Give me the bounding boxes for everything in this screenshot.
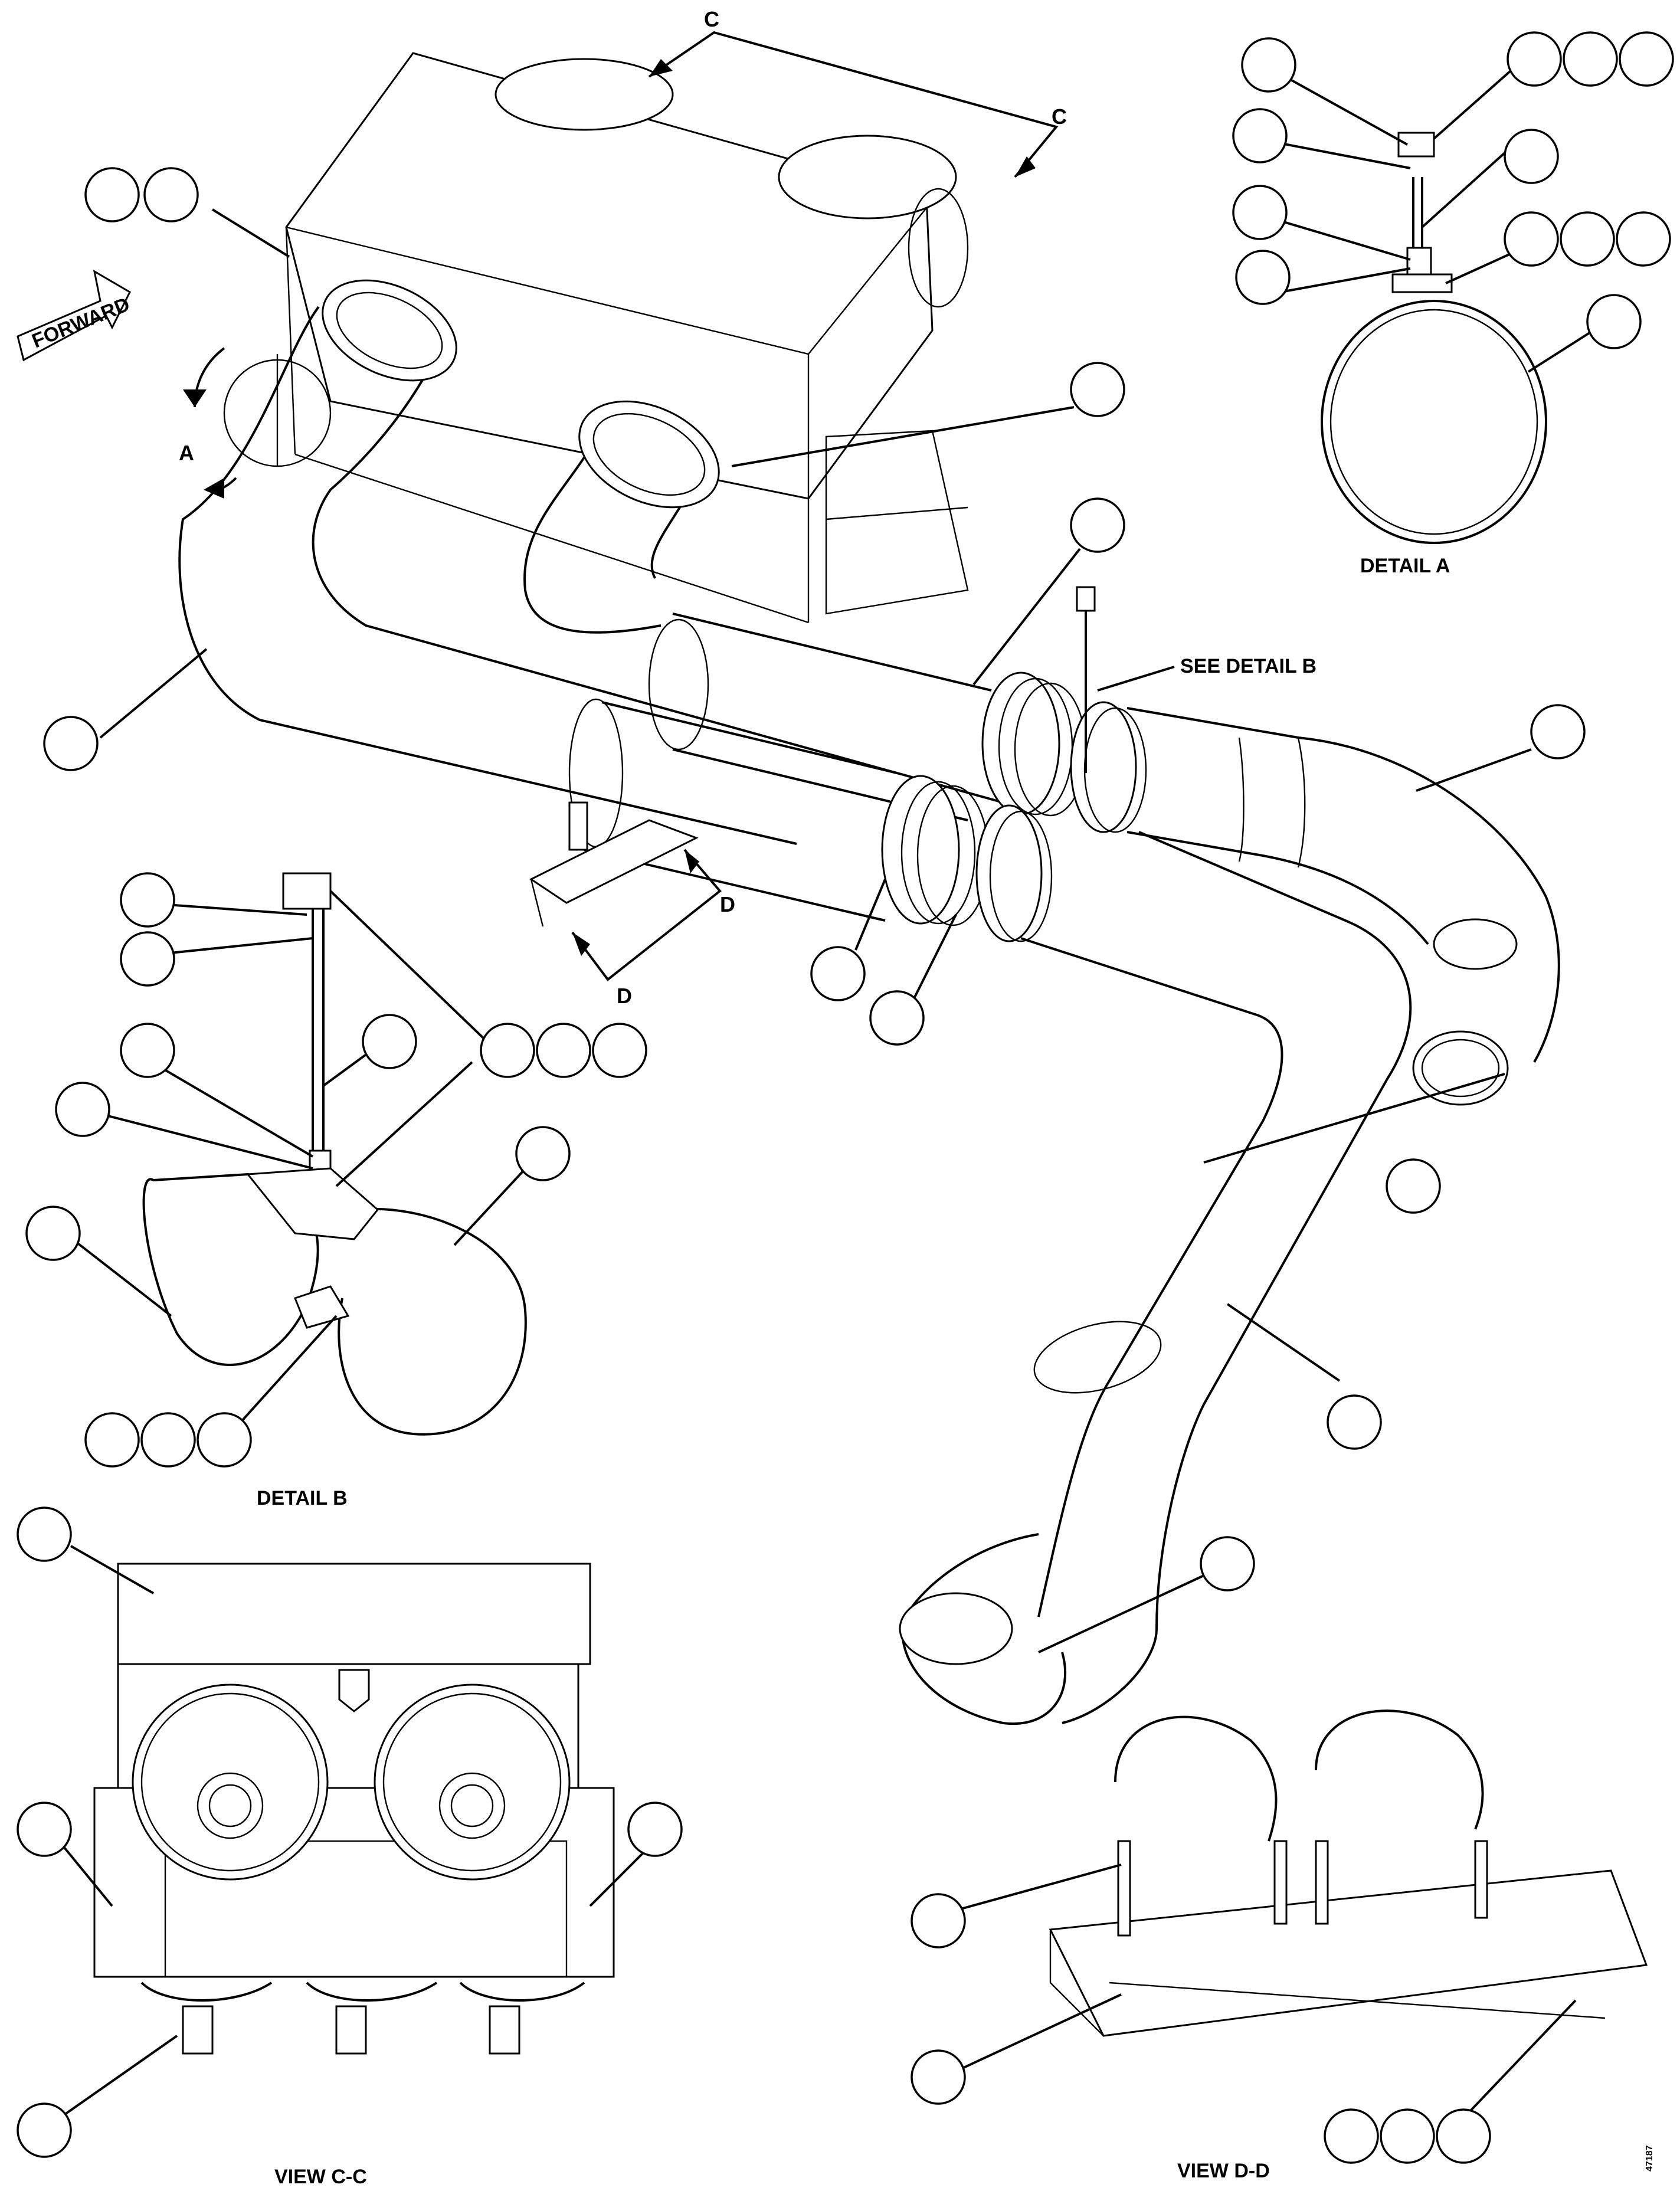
callout-bubble xyxy=(1241,37,1296,93)
callout-bubble xyxy=(911,1893,966,1948)
callout-bubbles xyxy=(17,31,1674,2164)
outlet-elbow-upper xyxy=(1126,707,1560,1106)
coupling-lower xyxy=(881,775,1053,942)
callout-bubble xyxy=(1563,31,1618,87)
callout-bubble xyxy=(120,872,175,928)
callout-bubble xyxy=(25,1206,81,1261)
callout-bubble xyxy=(1560,211,1615,267)
callout-bubble xyxy=(1586,294,1642,349)
callout-bubble xyxy=(1380,2108,1435,2164)
drawing-number: 47187 xyxy=(1645,2145,1655,2172)
hanger-rod-main xyxy=(1076,586,1096,773)
callout-bubble xyxy=(17,2102,72,2158)
section-d-label-1: D xyxy=(720,892,735,916)
callout-bubble xyxy=(515,1126,571,1181)
view-cc-label: VIEW C-C xyxy=(274,2166,367,2188)
section-c-label-2: C xyxy=(1052,104,1067,129)
callout-bubble xyxy=(1235,250,1291,305)
callout-bubble xyxy=(869,990,925,1046)
callout-bubble xyxy=(1507,31,1562,87)
callout-bubble xyxy=(810,946,866,1001)
callout-bubble xyxy=(1232,108,1288,163)
forward-label: FORWARD xyxy=(29,293,133,353)
callout-bubble xyxy=(84,1412,140,1468)
view-dd-drawing: VIEW D-D xyxy=(1049,1709,1648,2182)
callout-bubble xyxy=(1324,2108,1379,2164)
callout-bubble xyxy=(120,931,175,987)
callout-bubble xyxy=(480,1023,535,1078)
view-cc-drawing: VIEW C-C xyxy=(93,1563,615,2188)
callout-bubble xyxy=(43,716,99,771)
callout-bubble xyxy=(1616,211,1671,267)
callout-bubble xyxy=(627,1802,683,1857)
callout-bubble xyxy=(120,1023,175,1078)
section-c-label-1: C xyxy=(704,7,719,31)
section-d-label-2: D xyxy=(617,984,632,1008)
callout-bubble xyxy=(1070,497,1125,553)
rear-filter-canisters xyxy=(494,58,969,308)
callout-bubble xyxy=(592,1023,647,1078)
detail-b-drawing: DETAIL B xyxy=(142,872,527,1509)
outlet-pipe-lower xyxy=(899,831,1412,1725)
view-dd-label: VIEW D-D xyxy=(1177,2160,1270,2182)
support-bracket xyxy=(529,801,699,927)
inlet-pipe-left xyxy=(178,279,1004,845)
callout-bubble xyxy=(1436,2108,1491,2164)
coupling-upper xyxy=(981,672,1147,833)
callout-bubble xyxy=(1504,129,1559,184)
callout-bubble xyxy=(55,1082,110,1137)
callout-bubble xyxy=(1070,362,1125,417)
callout-bubble xyxy=(911,2049,966,2105)
detail-a-drawing: DETAIL A xyxy=(1321,132,1547,577)
callout-leaders xyxy=(58,70,1594,2126)
detail-a-label: DETAIL A xyxy=(1360,555,1450,577)
section-a-label: A xyxy=(179,441,194,465)
detail-a-callout-circle xyxy=(223,354,332,467)
detail-a-arrows: A xyxy=(179,347,237,499)
callout-bubble xyxy=(140,1412,196,1468)
callout-bubble xyxy=(362,1014,417,1069)
callout-bubble xyxy=(17,1802,72,1857)
detail-b-label: DETAIL B xyxy=(257,1487,348,1509)
callout-bubble xyxy=(1386,1158,1441,1214)
forward-arrow: FORWARD xyxy=(17,270,133,362)
see-detail-b-label: SEE DETAIL B xyxy=(1180,655,1317,677)
callout-bubble xyxy=(1530,704,1586,759)
callout-bubble xyxy=(536,1023,591,1078)
callout-bubble xyxy=(1200,1536,1255,1591)
inlet-pipe-right xyxy=(523,400,720,634)
callout-bubble xyxy=(197,1412,252,1468)
callout-bubble xyxy=(1327,1394,1382,1450)
callout-bubble xyxy=(143,167,199,222)
callout-bubble xyxy=(1504,211,1559,267)
callout-bubble xyxy=(84,167,140,222)
callout-bubble xyxy=(17,1506,72,1562)
callout-bubble xyxy=(1232,185,1288,240)
section-d-arrows: D D xyxy=(571,849,735,1008)
section-c-arrows: C C xyxy=(648,7,1067,178)
callout-bubble xyxy=(1619,31,1674,87)
filter-housing xyxy=(285,52,969,624)
